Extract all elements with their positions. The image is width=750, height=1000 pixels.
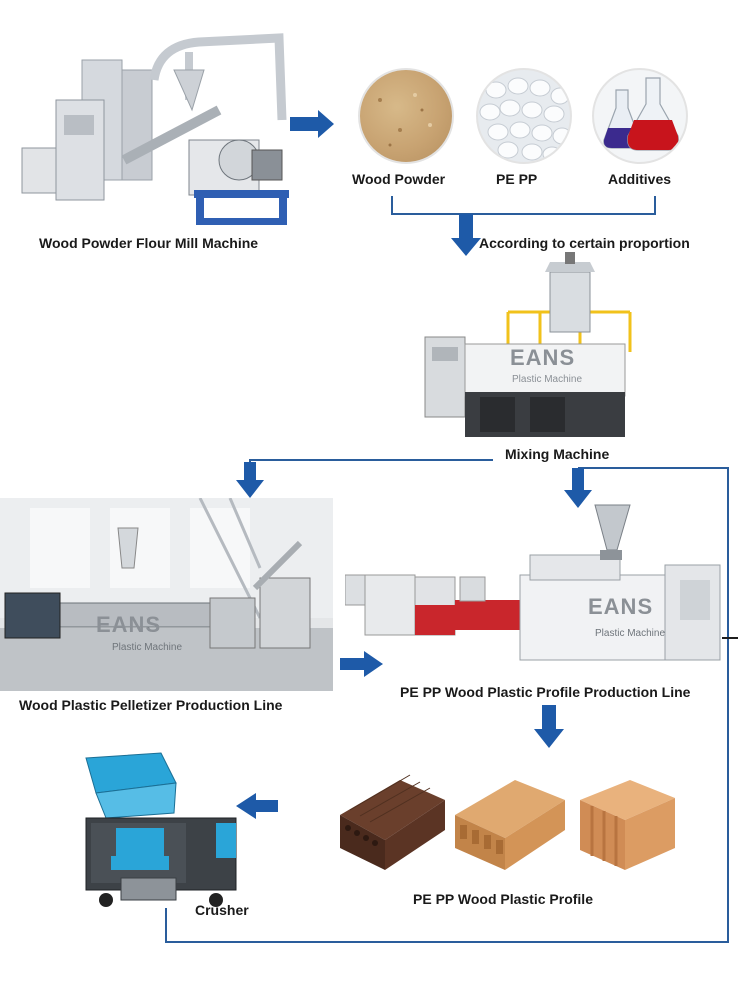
wood-powder-label: Wood Powder <box>352 171 446 187</box>
wpc-profile-label: PE PP Wood Plastic Profile <box>413 891 593 907</box>
pelletizer-watermark-tagline: Plastic Machine <box>112 642 183 653</box>
arrow-down-profile <box>534 705 564 748</box>
crusher-label: Crusher <box>195 902 249 918</box>
pe-pp-pellets-image <box>476 68 572 164</box>
mixing-to-pelletizer-line <box>249 459 493 470</box>
pelletizer-line-image: EANS Plastic Machine <box>0 498 333 691</box>
arrow-down-mix <box>451 214 481 256</box>
mixing-machine-image: EANS Plastic Machine <box>420 252 640 444</box>
profile-line-label: PE PP Wood Plastic Profile Production Li… <box>400 684 691 700</box>
materials-bracket <box>391 196 656 215</box>
profile-line-watermark-tagline: Plastic Machine <box>595 628 666 639</box>
arrow-down-profile-line <box>564 468 592 508</box>
wpc-dark-board <box>340 774 445 870</box>
wood-powder-image <box>358 68 454 164</box>
mixing-watermark-brand: EANS <box>510 345 576 370</box>
pe-pp-label: PE PP <box>496 171 538 187</box>
flour-mill-machine-image <box>14 30 289 230</box>
arrow-left-crusher <box>236 793 278 819</box>
additives-image <box>592 68 688 164</box>
flour-mill-label: Wood Powder Flour Mill Machine <box>39 235 259 251</box>
arrow-right-mill <box>290 110 334 138</box>
mixing-watermark-tagline: Plastic Machine <box>512 374 583 385</box>
profile-line-watermark-brand: EANS <box>588 594 654 619</box>
crusher-return-loop <box>165 467 729 943</box>
pelletizer-label: Wood Plastic Pelletizer Production Line <box>19 697 283 713</box>
wpc-light-board <box>455 780 565 870</box>
wpc-wall-panel <box>580 780 675 870</box>
additives-label: Additives <box>608 171 672 187</box>
profile-production-line-image: EANS Plastic Machine <box>345 495 730 670</box>
mixing-machine-label: Mixing Machine <box>505 446 610 462</box>
pelletizer-watermark-brand: EANS <box>96 612 162 637</box>
proportion-label: According to certain proportion <box>479 235 690 251</box>
wpc-profile-samples-image <box>330 770 690 882</box>
arrow-down-pelletizer <box>236 462 264 498</box>
crusher-image <box>66 738 250 910</box>
arrow-right-pelletizer <box>340 651 383 677</box>
